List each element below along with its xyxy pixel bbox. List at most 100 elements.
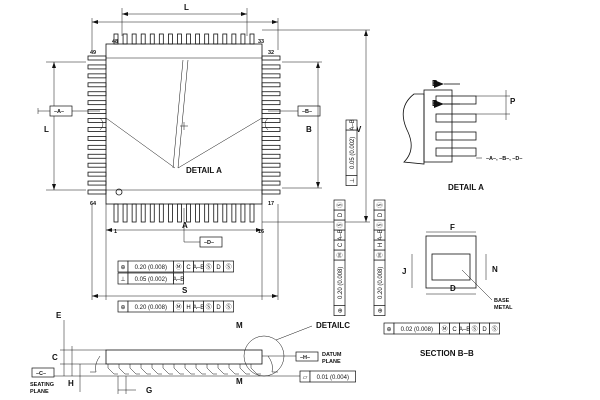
pin-right [261, 118, 281, 123]
datum-B-label: –B– [302, 109, 312, 115]
side-lead [239, 364, 250, 375]
dim-G: G [146, 386, 152, 395]
fcf-cell: ⊥ [349, 178, 356, 183]
detail-a-title: DETAIL A [448, 183, 484, 192]
fcf-cell: ⊕ [338, 308, 344, 313]
fcf-cell: Ⓢ [336, 202, 344, 208]
pin-32-label: 32 [268, 50, 274, 56]
fcf-cell: D [378, 212, 384, 217]
pins-top [113, 33, 255, 45]
datum-plane-label-2: PLANE [322, 359, 341, 365]
section-arrow-B-1: B [432, 79, 438, 88]
pin-left [87, 153, 107, 159]
pin-top [249, 33, 255, 45]
fcf-cell: A–B [459, 327, 470, 333]
datum-plane-label-1: DATUM [322, 352, 342, 358]
pin-bottom [131, 203, 137, 223]
pin-left [87, 118, 107, 123]
fcf-cell: D [482, 327, 487, 333]
pin-1-label: 1 [114, 229, 117, 235]
dim-L-left: L [44, 125, 49, 134]
pins-right [261, 55, 281, 195]
pin-top [195, 33, 201, 45]
pin-bottom [167, 203, 173, 223]
pin-bottom [231, 203, 237, 223]
dim-B: B [306, 125, 312, 134]
pin-bottom [240, 203, 246, 223]
dim-A: A [182, 221, 188, 230]
fcf-cell: A–B [350, 119, 356, 130]
dim-S: S [182, 286, 188, 295]
dim-H: H [68, 379, 74, 388]
fcf-cell: A–B [338, 229, 344, 240]
fcf-cell: Ⓢ [206, 263, 212, 271]
side-leads [90, 355, 278, 375]
datum-A-label: –A– [54, 109, 64, 115]
pin-top [213, 33, 219, 45]
fcf-cell: Ⓢ [376, 222, 384, 228]
dim-M-top: M [236, 321, 243, 330]
fcf-cell: Ⓢ [376, 202, 384, 208]
dim-P: P [510, 97, 516, 106]
pin-49-label: 49 [90, 50, 96, 56]
pin-top [131, 33, 137, 45]
pin-top [158, 33, 164, 45]
fcf-cell: 0.20 (0.008) [378, 267, 384, 299]
pin-bottom [249, 203, 255, 223]
fcf-cell: ⊕ [120, 305, 125, 311]
side-lead [228, 364, 239, 375]
pin-right [261, 91, 281, 97]
pin-top [204, 33, 210, 45]
fcf-cell: D [216, 305, 221, 311]
fcf-cell: A–B [193, 265, 204, 271]
datum-D-label: –D– [204, 240, 214, 246]
pin-right [261, 153, 281, 159]
pins-left [87, 55, 107, 195]
seating-plane-label-2: PLANE [30, 389, 49, 395]
pin-left [87, 109, 107, 114]
datum-ref-abd: –A–, –B–, –D– [486, 156, 522, 162]
fcf-cell: Ⓢ [472, 325, 478, 333]
pin-17-label: 17 [268, 201, 274, 207]
pin-bottom [149, 203, 155, 223]
fcf-cell: 0.01 (0.004) [317, 375, 349, 381]
pin-right [261, 73, 281, 79]
pin-top [167, 33, 173, 45]
fcf-vertical-2: ⊥0.05 (0.002)A–B [345, 119, 358, 186]
pin-bottom [140, 203, 146, 223]
side-lead [140, 364, 151, 375]
dim-F: F [450, 223, 455, 232]
pin-left [87, 127, 107, 132]
dim-V: V [356, 125, 362, 134]
pin-left [87, 144, 107, 150]
fcf-cell: 0.02 (0.008) [401, 327, 433, 333]
pin-left [87, 55, 107, 61]
side-lead [151, 364, 162, 375]
side-lead [217, 364, 228, 375]
pin-left [87, 180, 107, 186]
fcf-cell: A–B [378, 229, 384, 240]
detail-c-callout: DETAILC [316, 321, 350, 330]
dim-J: J [402, 267, 406, 276]
pin-right [261, 55, 281, 61]
side-view: E C –C– SEATING PLANE H G M M DETAILC –H… [30, 311, 350, 395]
fcf-cell: ⊥ [120, 276, 125, 283]
pin-bottom [158, 203, 164, 223]
pin-right [261, 189, 281, 195]
section-arrow-B-2: B [432, 99, 438, 108]
side-lead [162, 364, 173, 375]
pin-16-label: 16 [258, 229, 264, 235]
pin-left [87, 73, 107, 79]
pin-left [87, 162, 107, 168]
package-body [105, 43, 263, 205]
fcf-cell: ⊕ [386, 327, 391, 333]
fcf-cell: Ⓢ [206, 303, 212, 311]
fcf-bottom-2: ⊥0.05 (0.002)A–B [117, 272, 184, 285]
fcf-cell: Ⓜ [336, 252, 344, 258]
pin-left [87, 91, 107, 97]
pin-right [261, 127, 281, 132]
pin-right [261, 135, 281, 141]
top-view-dimensions: L L –A– –B– B V [37, 3, 370, 300]
